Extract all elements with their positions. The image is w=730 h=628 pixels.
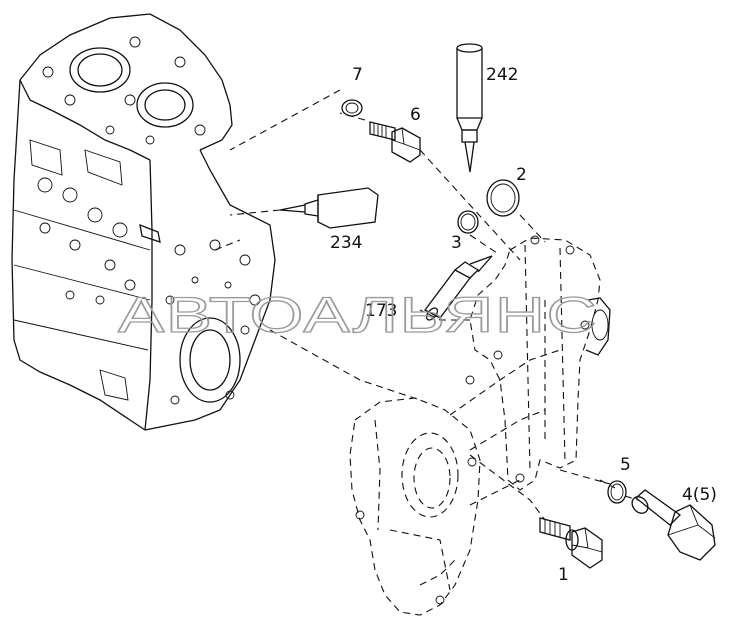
- part-label-4-5: 4(5): [682, 485, 717, 505]
- bolt-6: [369, 121, 421, 163]
- plug-4: [631, 489, 716, 561]
- part-label-6: 6: [410, 105, 421, 125]
- sealant-tube-173: [424, 255, 493, 321]
- o-ring-2: [486, 179, 520, 217]
- part-label-2: 2: [516, 165, 527, 185]
- sealant-tube-234: [279, 187, 379, 229]
- part-label-234: 234: [330, 233, 362, 253]
- washer-7: [341, 99, 363, 117]
- bolt-1: [539, 517, 603, 569]
- washer-5: [607, 480, 627, 504]
- part-label-3: 3: [451, 233, 462, 253]
- o-ring-3: [457, 210, 479, 234]
- part-label-5: 5: [620, 455, 631, 475]
- part-label-7: 7: [352, 65, 363, 85]
- engine-block: [11, 13, 276, 431]
- sealant-tube-242: [456, 43, 483, 173]
- part-label-1: 1: [558, 565, 569, 585]
- watermark-text: АВТОАЛЬЯНС: [118, 287, 598, 343]
- part-label-173: 173: [365, 301, 397, 321]
- part-label-242: 242: [486, 65, 518, 85]
- pump-housing: [419, 235, 611, 491]
- leader-lines: [214, 89, 639, 521]
